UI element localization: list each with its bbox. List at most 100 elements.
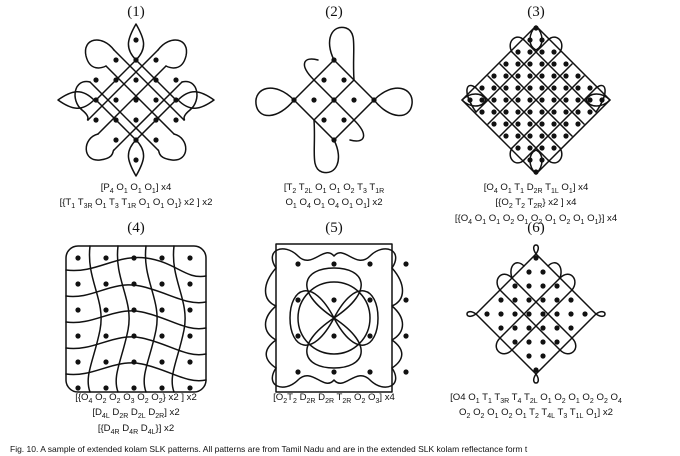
kolam-dot bbox=[551, 109, 557, 115]
kolam-dot bbox=[554, 325, 560, 331]
kolam-dot bbox=[551, 73, 557, 79]
kolam-dot bbox=[526, 269, 532, 275]
kolam-dot bbox=[113, 137, 119, 143]
kolam-dot bbox=[540, 311, 546, 317]
kolam-dot bbox=[551, 145, 557, 151]
kolam-line-loops bbox=[65, 245, 207, 393]
pattern-code: [{O4 O2 O2 O3 O2 O2} x2 ] x2 [D4L D2R D2L… bbox=[36, 392, 236, 438]
kolam-dot bbox=[551, 85, 557, 91]
kolam-dot bbox=[341, 117, 347, 123]
kolam-dot bbox=[75, 281, 81, 287]
kolam-dot bbox=[512, 297, 518, 303]
figure-caption: Fig. 10. A sample of extended kolam SLK … bbox=[10, 444, 528, 454]
kolam-dot bbox=[113, 97, 119, 103]
pattern-code-line: [T2 T2L O1 O1 O2 T3 T1R bbox=[283, 182, 385, 195]
kolam-dot bbox=[159, 255, 165, 261]
kolam-dot bbox=[539, 73, 545, 79]
kolam-dot bbox=[539, 145, 545, 151]
kolam-dot bbox=[539, 133, 545, 139]
kolam-dot bbox=[563, 85, 569, 91]
kolam-dot bbox=[554, 283, 560, 289]
kolam-dot bbox=[153, 137, 159, 143]
kolam-dot bbox=[526, 311, 532, 317]
kolam-dot bbox=[503, 109, 509, 115]
kolam-dot bbox=[575, 73, 581, 79]
kolam-dot bbox=[103, 385, 109, 391]
kolam-dot bbox=[533, 255, 539, 261]
kolam-dot bbox=[512, 325, 518, 331]
kolam-dot bbox=[539, 85, 545, 91]
panel-label: (6) bbox=[527, 220, 545, 236]
kolam-dot bbox=[153, 97, 159, 103]
kolam-dot bbox=[587, 97, 593, 103]
kolam-dot bbox=[153, 57, 159, 63]
pattern-code-line: [P4 O1 O1 O1] x4 bbox=[100, 182, 172, 195]
kolam-dot bbox=[491, 85, 497, 91]
kolam-line-loops bbox=[461, 25, 611, 175]
kolam-dot bbox=[403, 297, 409, 303]
kolam-dot bbox=[403, 333, 409, 339]
kolam-dot bbox=[527, 85, 533, 91]
kolam-dot bbox=[527, 145, 533, 151]
kolam-dot bbox=[568, 311, 574, 317]
pattern-code-line: [{O4 O2 O2 O3 O2 O2} x2 ] x2 bbox=[75, 392, 197, 405]
kolam-figure-1 bbox=[57, 23, 215, 177]
kolam-dot bbox=[484, 311, 490, 317]
kolam-dot bbox=[321, 117, 327, 123]
kolam-dot bbox=[526, 297, 532, 303]
kolam-dot bbox=[539, 109, 545, 115]
kolam-dot bbox=[575, 109, 581, 115]
kolam-dot bbox=[159, 385, 165, 391]
kolam-dot bbox=[540, 353, 546, 359]
kolam-dot bbox=[551, 61, 557, 67]
kolam-dot bbox=[367, 297, 373, 303]
kolam-dot bbox=[515, 121, 521, 127]
pattern-code-line: [D4L D2R D2L D2R] x2 bbox=[92, 407, 180, 421]
kolam-dot bbox=[491, 109, 497, 115]
kolam-dot bbox=[295, 261, 301, 267]
kolam-dot-grid bbox=[295, 261, 409, 375]
kolam-dot bbox=[159, 307, 165, 313]
kolam-dot bbox=[551, 121, 557, 127]
pattern-code-line: [O2T2 D2R D2R T2R O2 O3] x4 bbox=[273, 392, 395, 405]
kolam-dot bbox=[527, 61, 533, 67]
kolam-dot bbox=[491, 121, 497, 127]
kolam-dot bbox=[527, 97, 533, 103]
kolam-dot bbox=[75, 385, 81, 391]
kolam-line-loops bbox=[255, 26, 413, 174]
kolam-dot bbox=[187, 255, 193, 261]
kolam-dot bbox=[526, 325, 532, 331]
kolam-dot bbox=[515, 109, 521, 115]
kolam-dot bbox=[582, 311, 588, 317]
kolam-dot bbox=[503, 61, 509, 67]
kolam-dot bbox=[498, 325, 504, 331]
pattern-code: [P4 O1 O1 O1] x4 [{T1 T3R O1 T3 T1R O1 O1… bbox=[36, 182, 236, 213]
kolam-dot bbox=[295, 369, 301, 375]
pattern-code-line: [{T1 T3R O1 T3 T1R O1 O1 O1} x2 ] x2 bbox=[59, 197, 213, 211]
kolam-dot bbox=[515, 145, 521, 151]
kolam-dot bbox=[133, 37, 139, 43]
kolam-dot bbox=[512, 339, 518, 345]
kolam-line-loops bbox=[466, 244, 606, 384]
kolam-dot bbox=[403, 369, 409, 375]
kolam-dot bbox=[133, 157, 139, 163]
kolam-dot bbox=[540, 283, 546, 289]
kolam-dot bbox=[526, 353, 532, 359]
kolam-dot bbox=[93, 77, 99, 83]
kolam-dot bbox=[554, 297, 560, 303]
kolam-dot bbox=[367, 261, 373, 267]
kolam-dot bbox=[503, 121, 509, 127]
kolam-dot bbox=[341, 77, 347, 83]
pattern-code-line: [{D4R D4R D4L}] x2 bbox=[97, 422, 175, 436]
kolam-dot-grid bbox=[484, 255, 588, 373]
kolam-dot bbox=[187, 307, 193, 313]
kolam-dot bbox=[103, 281, 109, 287]
kolam-dot bbox=[491, 73, 497, 79]
kolam-dot bbox=[479, 109, 485, 115]
kolam-dot bbox=[575, 97, 581, 103]
kolam-dot bbox=[367, 333, 373, 339]
panel-label: (2) bbox=[325, 4, 343, 20]
kolam-figure-2 bbox=[255, 26, 413, 174]
kolam-figure-4 bbox=[65, 245, 207, 393]
